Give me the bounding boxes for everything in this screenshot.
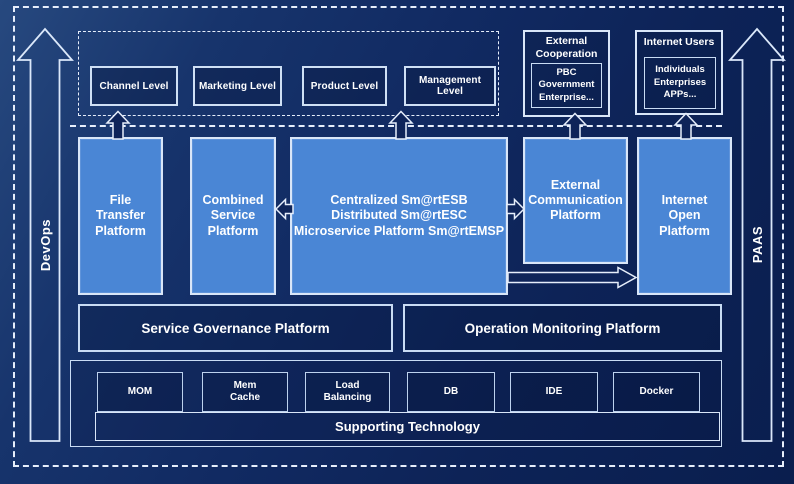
tech-box-mom: MOM (97, 372, 183, 412)
tech-box-db: DB (407, 372, 495, 412)
level-label: Management Level (418, 75, 482, 97)
paas-label: PAAS (749, 226, 765, 264)
tech-label: DB (443, 385, 459, 397)
devops-label: DevOps (37, 218, 53, 272)
platform-label: Internet Open Platform (659, 193, 710, 238)
platform-esb-esc-emsp: Centralized Sm@rtESB Distributed Sm@rtES… (290, 137, 508, 295)
platform-label: Combined Service Platform (202, 193, 264, 238)
level-box-management: Management Level (404, 66, 496, 106)
level-box-marketing: Marketing Level (193, 66, 282, 106)
tech-box-load-balancing: Load Balancing (305, 372, 390, 412)
operation-monitoring-platform-box: Operation Monitoring Platform (403, 304, 722, 352)
level-label: Marketing Level (198, 80, 277, 92)
tech-label: Mem Cache (229, 379, 260, 404)
internet-users-box: Internet Users Individuals Enterprises A… (635, 30, 723, 115)
dashed-separator-line (70, 125, 722, 127)
banner-label: Supporting Technology (335, 419, 480, 434)
paas-rail-label: PAAS (743, 185, 771, 305)
platform-combined-service: Combined Service Platform (190, 137, 276, 295)
members-label: PBC Government Enterprise... (538, 66, 595, 103)
supporting-technology-banner: Supporting Technology (95, 412, 720, 441)
tech-label: Load Balancing (323, 379, 372, 404)
platform-external-communication: External Communication Platform (523, 137, 628, 264)
service-governance-platform-box: Service Governance Platform (78, 304, 393, 352)
external-cooperation-members: PBC Government Enterprise... (531, 63, 602, 108)
tech-box-ide: IDE (510, 372, 598, 412)
governance-label: Service Governance Platform (141, 320, 330, 336)
devops-rail-label: DevOps (31, 185, 59, 305)
tech-label: IDE (545, 385, 563, 397)
platform-label: External Communication Platform (528, 177, 623, 223)
platform-internet-open: Internet Open Platform (637, 137, 732, 295)
level-box-channel: Channel Level (90, 66, 178, 106)
level-label: Product Level (310, 80, 379, 92)
tech-box-mem-cache: Mem Cache (202, 372, 288, 412)
level-label: Channel Level (99, 80, 169, 92)
external-cooperation-box: External Cooperation PBC Government Ente… (523, 30, 610, 117)
tech-label: MOM (127, 385, 153, 397)
level-box-product: Product Level (302, 66, 387, 106)
platform-file-transfer: File Transfer Platform (78, 137, 163, 295)
tech-label: Docker (639, 385, 674, 397)
governance-label: Operation Monitoring Platform (464, 320, 661, 336)
internet-users-members: Individuals Enterprises APPs... (644, 57, 716, 109)
tech-box-docker: Docker (613, 372, 700, 412)
platform-label: File Transfer Platform (95, 193, 146, 238)
members-label: Individuals Enterprises APPs... (653, 64, 707, 101)
business-levels-panel (78, 31, 499, 116)
internet-users-title: Internet Users (643, 36, 715, 48)
external-cooperation-title: External Cooperation (535, 35, 598, 61)
platform-label: Centralized Sm@rtESB Distributed Sm@rtES… (293, 193, 505, 238)
